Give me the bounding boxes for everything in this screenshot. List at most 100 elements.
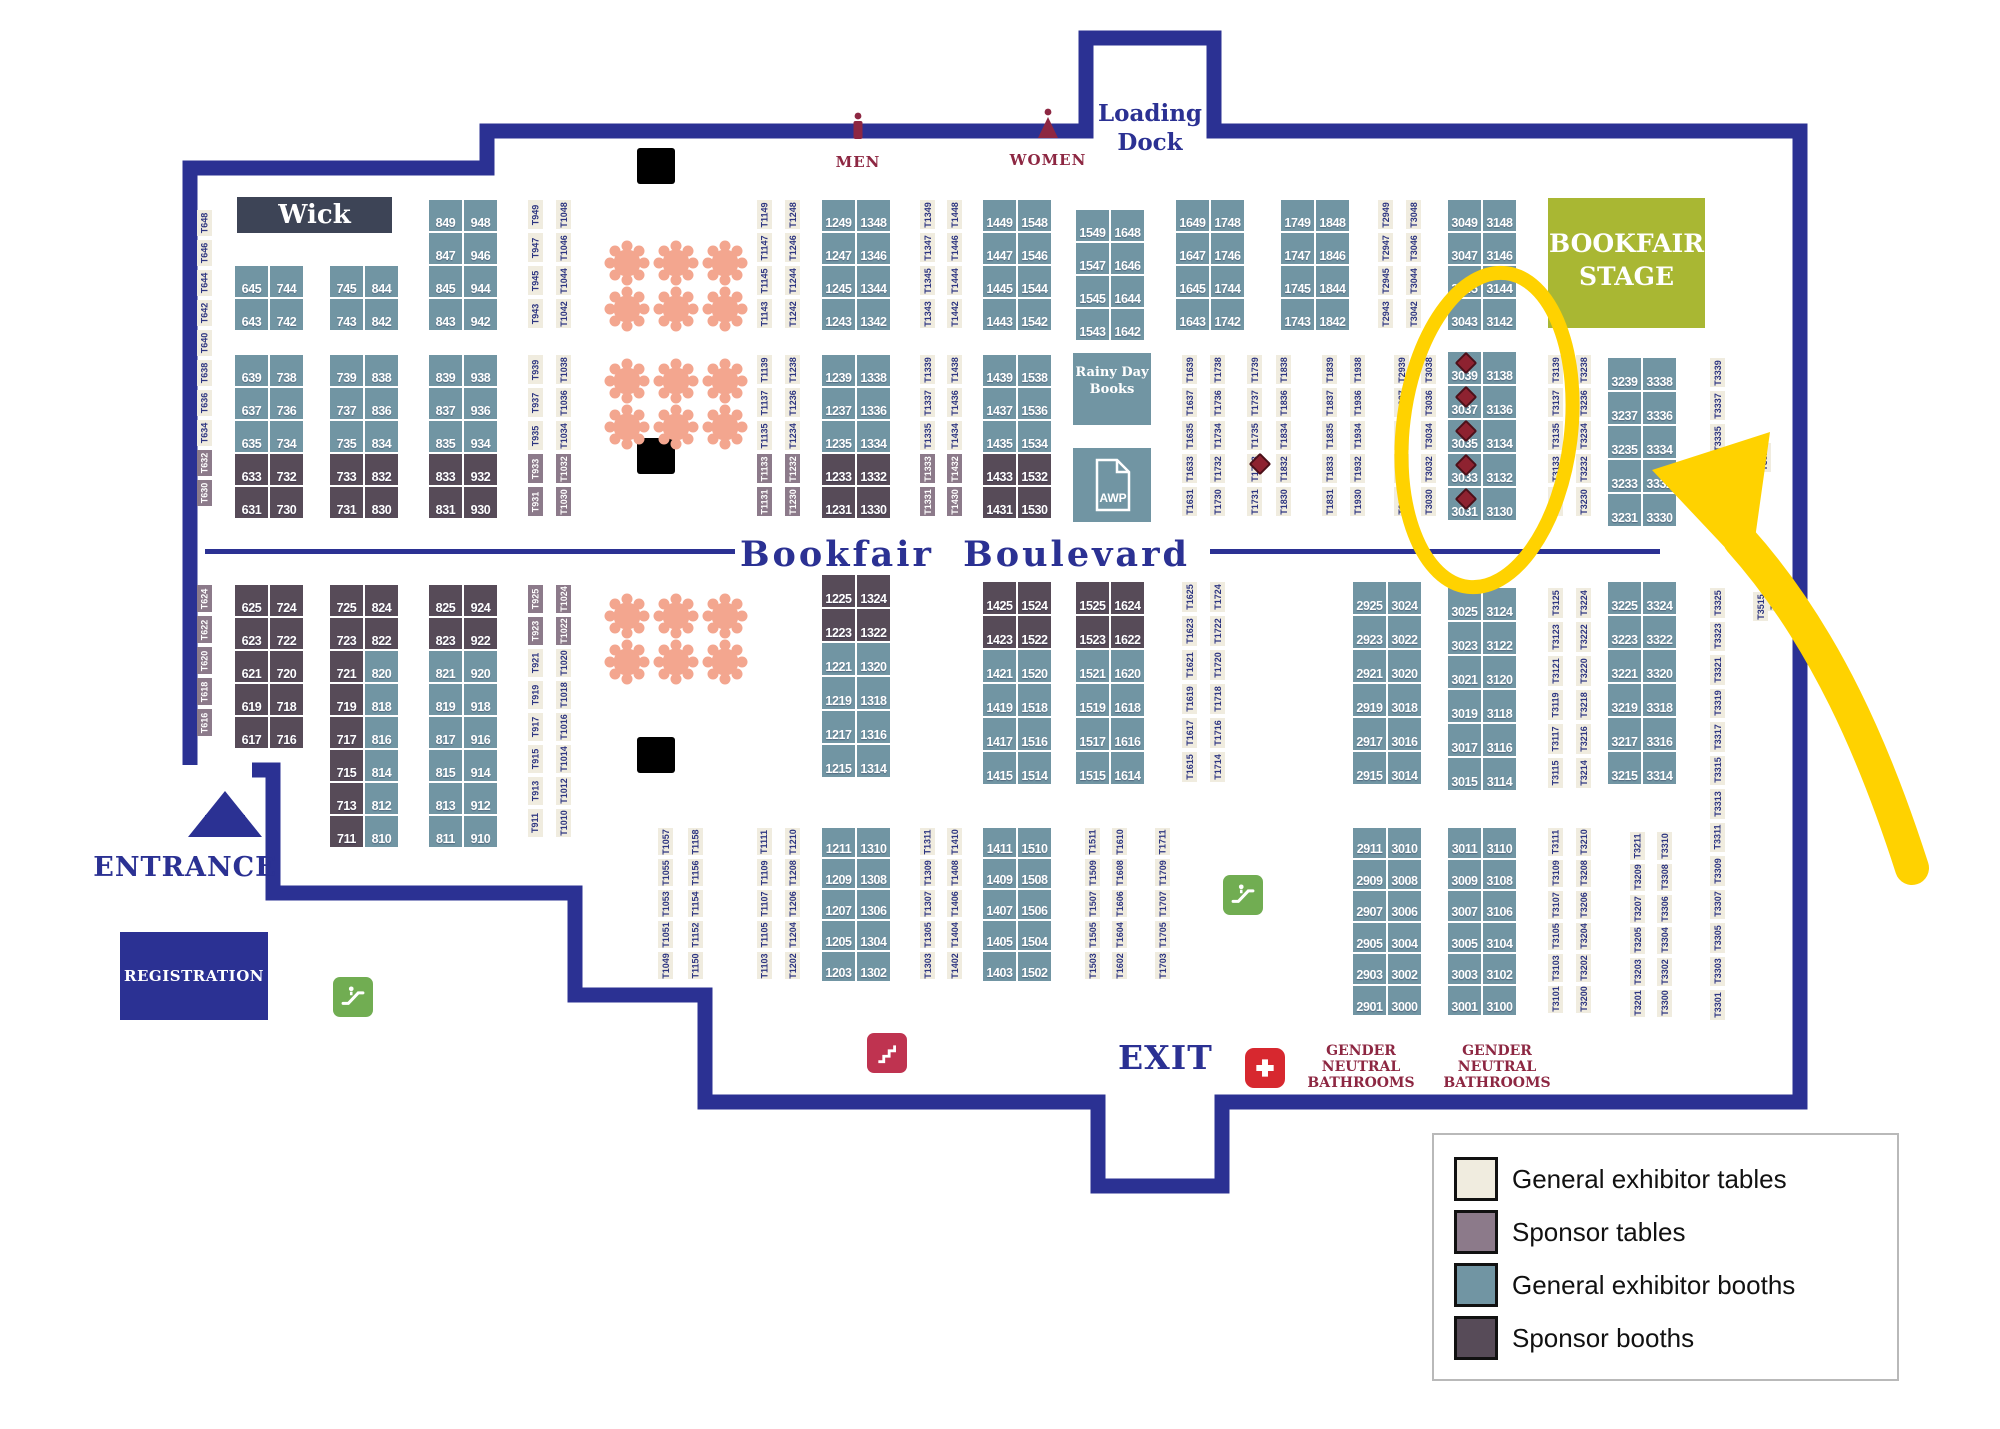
booth-1223: 1223 [822,609,855,641]
booth-1415: 1415 [983,752,1016,784]
table-t2931: T2931 [1394,487,1409,516]
table-t1335: T1335 [920,421,935,450]
table-t1309: T1309 [920,859,935,886]
booth-1203: 1203 [822,952,855,981]
table-t3222: T3222 [1576,622,1591,652]
table-t1057: T1057 [658,828,673,855]
table-t1032: T1032 [556,454,571,483]
booth-821: 821 [429,651,462,682]
table-t3125: T3125 [1548,588,1563,618]
table-t2935: T2935 [1394,421,1409,450]
booth-3033: 3033 [1448,453,1481,486]
table-t1836: T1836 [1276,388,1291,417]
registration-box: REGISTRATION [120,932,268,1020]
table-t1236: T1236 [785,388,800,417]
booth-1449: 1449 [983,200,1016,231]
table-t923: T923 [528,617,543,645]
booth-635: 635 [235,421,268,452]
booth-1522: 1522 [1018,616,1051,648]
booth-842: 842 [365,299,398,330]
booth-1743: 1743 [1281,299,1314,330]
table-t3337: T3337 [1710,391,1725,420]
table-t1042: T1042 [556,299,571,328]
booth-1644: 1644 [1111,276,1144,307]
booth-1322: 1322 [857,609,890,641]
table-t1432: T1432 [947,454,962,483]
table-t1434: T1434 [947,421,962,450]
booth-912: 912 [464,783,497,814]
booth-1616: 1616 [1111,718,1144,750]
booth-1247: 1247 [822,233,855,264]
booth-934: 934 [464,421,497,452]
table-t646: T646 [197,240,212,266]
table-t638: T638 [197,360,212,386]
table-t1232: T1232 [785,454,800,483]
table-t3139: T3139 [1548,355,1563,384]
booth-1545: 1545 [1076,276,1109,307]
gender-neutral-bathrooms-label: GENDER NEUTRAL BATHROOMS [1307,1043,1415,1092]
booth-1515: 1515 [1076,752,1109,784]
table-t3109: T3109 [1548,859,1563,887]
table-t632: T632 [197,450,212,476]
booth-1516: 1516 [1018,718,1051,750]
table-t1311: T1311 [920,828,935,855]
table-t1731: T1731 [1247,487,1262,516]
booth-1304: 1304 [857,921,890,950]
booth-2925: 2925 [1353,582,1386,614]
booth-3102: 3102 [1483,954,1516,984]
booth-948: 948 [464,200,497,231]
table-t1145: T1145 [757,266,772,295]
table-t3517: T3517 [1766,582,1781,611]
booth-3322: 3322 [1643,616,1676,648]
booth-621: 621 [235,651,268,682]
table-t1639: T1639 [1182,355,1197,384]
table-t1410: T1410 [947,828,962,855]
booth-1423: 1423 [983,616,1016,648]
booth-3221: 3221 [1608,650,1641,682]
table-t2939: T2939 [1394,355,1409,384]
booth-944: 944 [464,266,497,297]
booth-1649: 1649 [1176,200,1209,231]
booth-1532: 1532 [1018,454,1051,485]
table-t1705: T1705 [1155,921,1170,948]
booth-942: 942 [464,299,497,330]
booth-3138: 3138 [1483,352,1516,384]
table-t911: T911 [528,809,543,837]
booth-1749: 1749 [1281,200,1314,231]
booth-1443: 1443 [983,299,1016,330]
table-t3209: T3209 [1630,863,1645,891]
booth-918: 918 [464,684,497,715]
booth-815: 815 [429,750,462,781]
booth-625: 625 [235,585,268,616]
booth-735: 735 [330,421,363,452]
table-t3202: T3202 [1576,954,1591,982]
booth-1534: 1534 [1018,421,1051,452]
table-t3323: T3323 [1710,621,1725,651]
table-t1337: T1337 [920,388,935,417]
booth-3001: 3001 [1448,985,1481,1015]
pillar [637,148,675,184]
first-aid-icon [1245,1048,1285,1088]
table-t3210: T3210 [1576,828,1591,856]
booth-619: 619 [235,684,268,715]
booth-715: 715 [330,750,363,781]
booth-1411: 1411 [983,828,1016,857]
boulevard-label: Bookfair Boulevard [739,534,1191,575]
booth-1346: 1346 [857,233,890,264]
booth-1742: 1742 [1211,299,1244,330]
booth-1504: 1504 [1018,921,1051,950]
booth-3320: 3320 [1643,650,1676,682]
table-t1248: T1248 [785,200,800,229]
table-t1331: T1331 [920,487,935,516]
table-t1143: T1143 [757,299,772,328]
table-t2949: T2949 [1378,200,1393,229]
table-t3325: T3325 [1710,588,1725,618]
booth-744: 744 [270,266,303,297]
table-t933: T933 [528,454,543,483]
table-t3201: T3201 [1630,989,1645,1017]
booth-2909: 2909 [1353,859,1386,889]
booth-717: 717 [330,717,363,748]
table-t3230: T3230 [1576,487,1591,516]
awp-label: AWP [1099,491,1126,505]
table-t3208: T3208 [1576,859,1591,887]
